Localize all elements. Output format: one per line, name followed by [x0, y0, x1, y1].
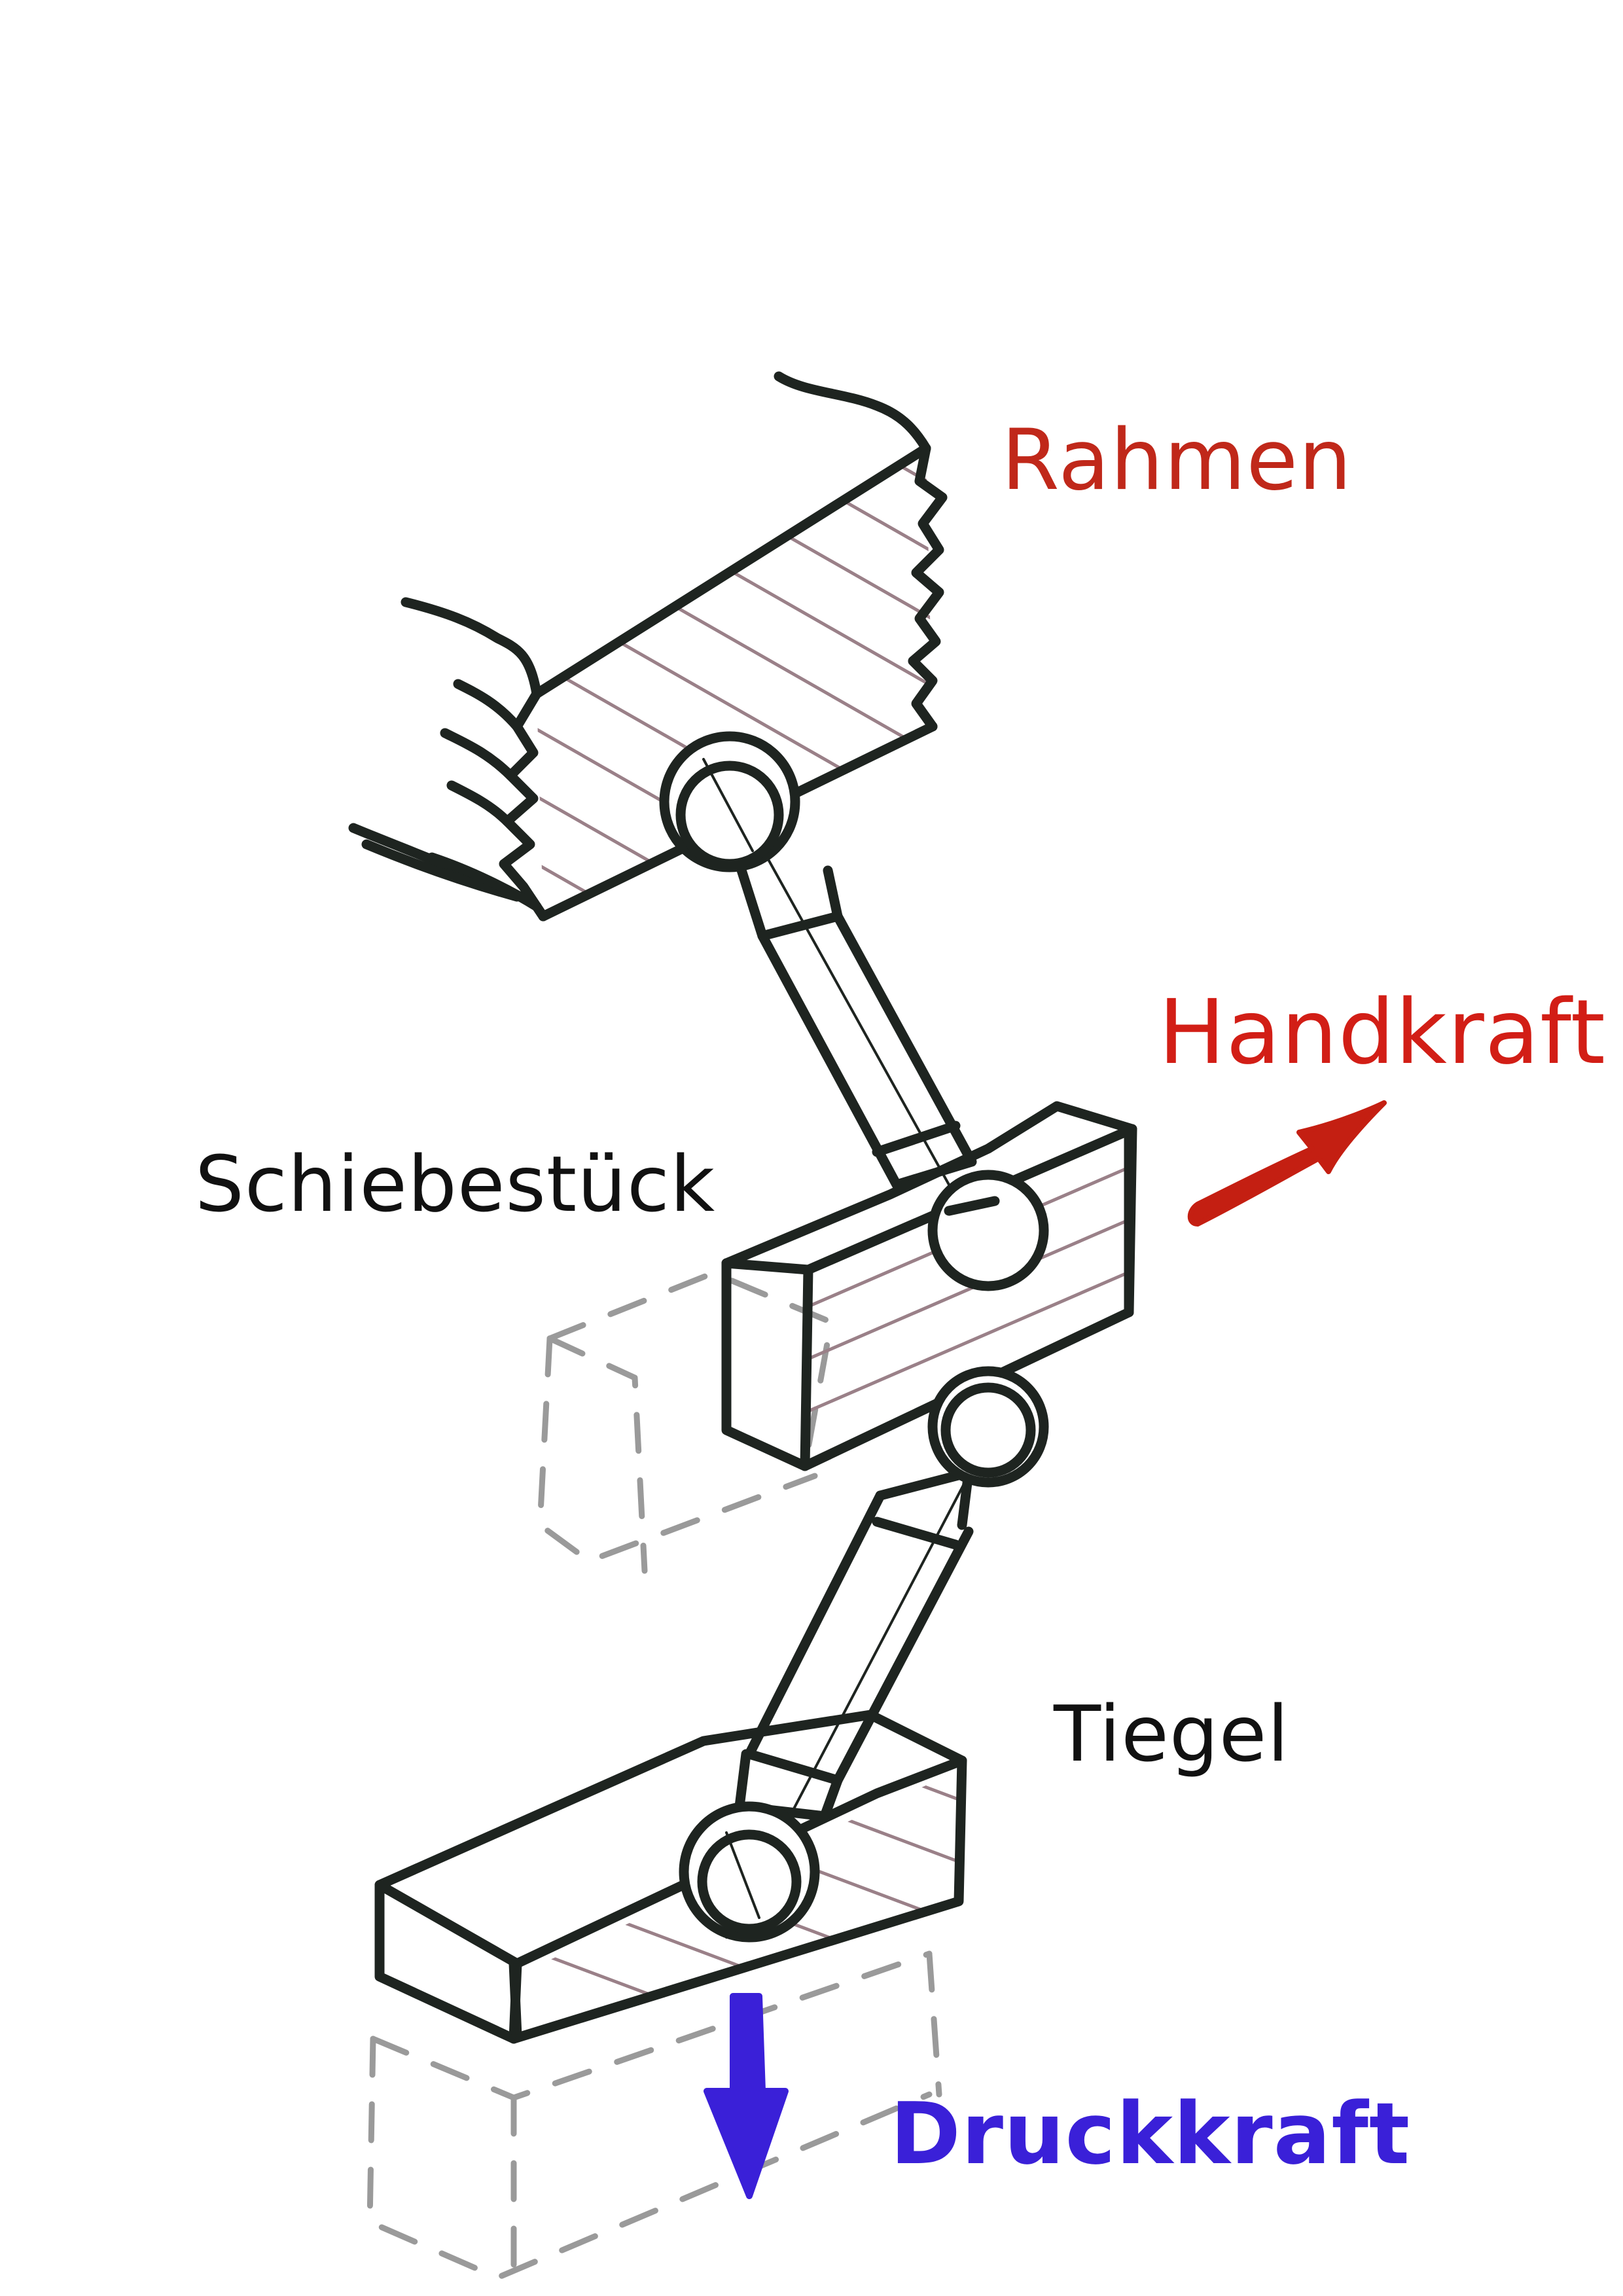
ghost-platen-block	[366, 1950, 942, 2281]
label-druckkraft: Druckkraft	[890, 2084, 1411, 2183]
slider-lower-joint	[927, 1366, 1049, 1488]
ghost-slider-block	[537, 1270, 834, 1574]
hand-force-arrow	[1187, 1100, 1387, 1227]
press-force-arrow	[704, 1993, 789, 2199]
label-tiegel: Tiegel	[1054, 1689, 1290, 1779]
slider-upper-joint	[927, 1170, 1049, 1291]
label-rahmen: Rahmen	[1001, 412, 1353, 509]
platen-joint	[679, 1801, 820, 1943]
frame-rahmen	[348, 371, 948, 922]
label-schiebestueck: Schiebestück	[195, 1139, 716, 1229]
label-handkraft: Handkraft	[1158, 981, 1606, 1085]
frame-joint	[659, 731, 800, 872]
